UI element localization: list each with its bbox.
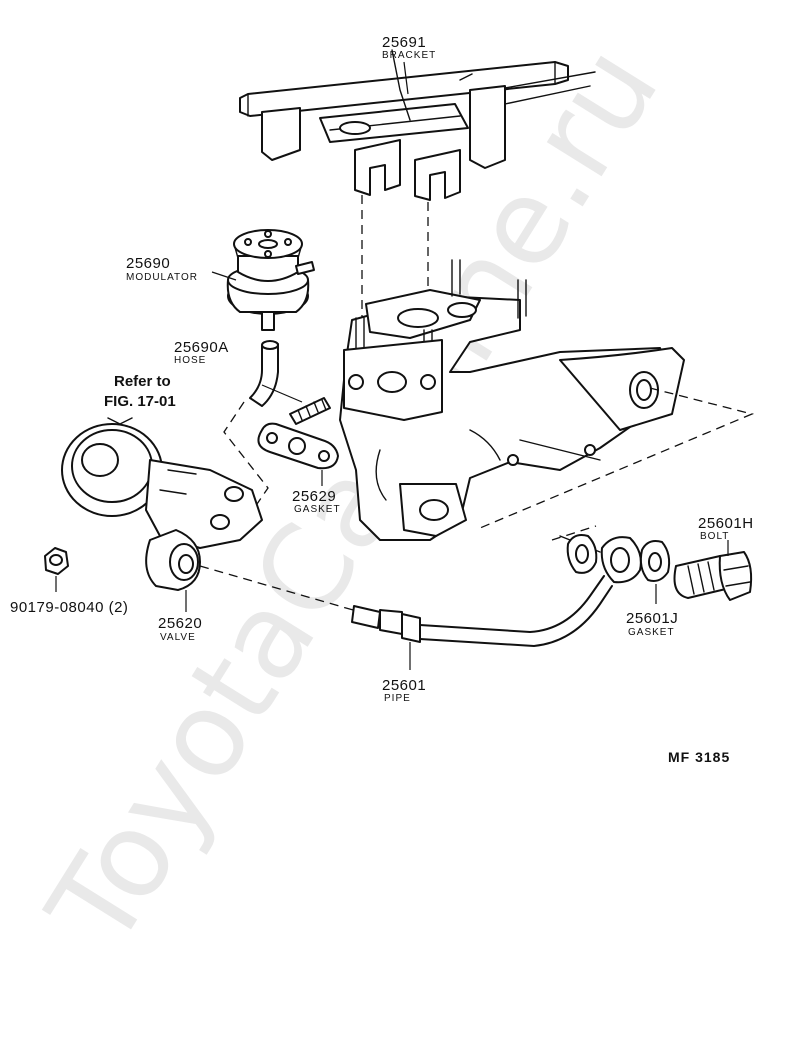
modulator-drawing [226,229,315,331]
part-number-25601j: 25601J [626,610,678,627]
part-name-modulator: MODULATOR [126,272,198,283]
part-name-bracket: BRACKET [382,50,436,61]
part-number-25690a: 25690A [174,339,229,356]
part-name-gasket-25601j: GASKET [628,627,675,638]
part-name-pipe: PIPE [384,693,411,704]
reference-line-1: Refer to [114,373,171,390]
part-number-25691: 25691 [382,34,426,51]
part-name-bolt: BOLT [700,531,729,542]
part-name-valve: VALVE [160,632,196,643]
part-number-90179-08040: 90179-08040 (2) [10,599,128,616]
nut-drawing [44,547,69,575]
diagram-code: MF 3185 [668,749,730,765]
gasket-25629-drawing [257,422,339,470]
egr-valve-drawing [61,417,263,591]
gasket-25601j-drawing [566,534,671,582]
part-number-25629: 25629 [292,488,336,505]
bolt-drawing [673,551,753,601]
bracket-drawing [239,49,596,201]
part-number-25690: 25690 [126,255,170,272]
part-number-25620: 25620 [158,615,202,632]
part-number-25601h: 25601H [698,515,754,532]
part-name-gasket-25629: GASKET [294,504,341,515]
reference-line-2: FIG. 17-01 [104,393,176,410]
pipe-drawing [351,535,642,647]
part-name-hose: HOSE [174,355,206,366]
hose-drawing [249,343,279,407]
manifold-drawing [339,259,685,541]
part-number-25601: 25601 [382,677,426,694]
stud-drawing [289,397,331,425]
